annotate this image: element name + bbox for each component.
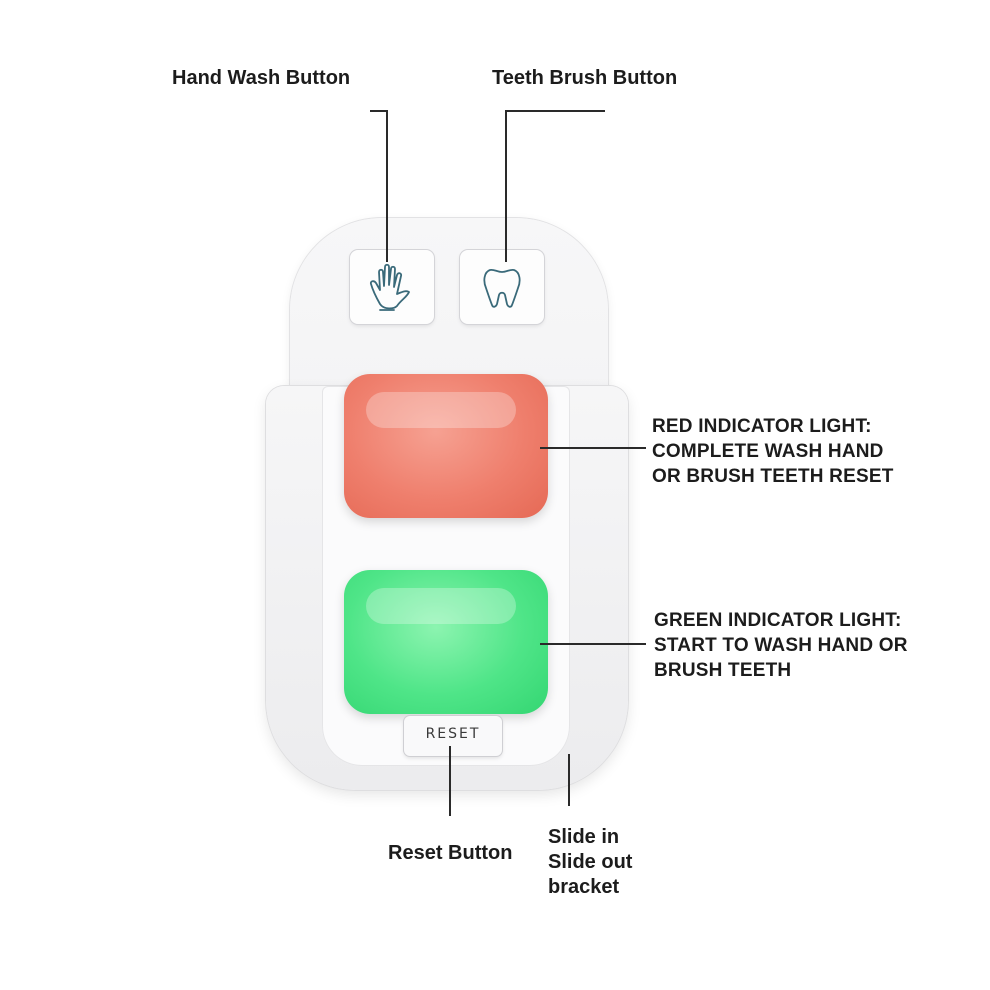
red-indicator-light <box>344 374 548 518</box>
hand-wash-button[interactable] <box>350 250 434 324</box>
red-light-callout-line-1: RED INDICATOR LIGHT: <box>652 416 872 437</box>
red-light-callout: RED INDICATOR LIGHT: COMPLETE WASH HAND … <box>652 414 894 489</box>
green-light-leader <box>540 643 646 645</box>
reset-button[interactable]: RESET <box>404 716 502 756</box>
red-light-highlight <box>366 392 516 428</box>
reset-leader <box>449 746 451 816</box>
teeth-brush-leader-horizontal <box>505 110 605 112</box>
reset-callout: Reset Button <box>388 842 513 864</box>
hand-icon <box>369 263 410 311</box>
hand-wash-leader-vertical <box>386 110 388 262</box>
hand-wash-leader-horizontal <box>370 110 388 112</box>
green-light-callout-line-3: BRUSH TEETH <box>654 660 792 681</box>
red-light-callout-line-3: OR BRUSH TEETH RESET <box>652 466 894 487</box>
bracket-callout-line-3: bracket <box>548 876 620 898</box>
green-light-callout: GREEN INDICATOR LIGHT: START TO WASH HAN… <box>654 608 908 683</box>
bracket-callout-line-1: Slide in <box>548 826 620 848</box>
red-light-leader <box>540 447 646 449</box>
green-indicator-light <box>344 570 548 714</box>
hand-wash-callout: Hand Wash Button <box>172 67 351 89</box>
bracket-leader <box>568 754 570 806</box>
green-light-callout-line-2: START TO WASH HAND OR <box>654 635 908 656</box>
tooth-icon <box>483 268 521 308</box>
green-light-highlight <box>366 588 516 624</box>
green-light-callout-line-1: GREEN INDICATOR LIGHT: <box>654 610 902 631</box>
teeth-brush-leader-vertical <box>505 110 507 262</box>
teeth-brush-button[interactable] <box>460 250 544 324</box>
bracket-callout-line-2: Slide out <box>548 851 633 873</box>
red-light-callout-line-2: COMPLETE WASH HAND <box>652 441 884 462</box>
teeth-brush-callout: Teeth Brush Button <box>492 67 678 89</box>
bracket-callout: Slide in Slide out bracket <box>548 825 632 900</box>
